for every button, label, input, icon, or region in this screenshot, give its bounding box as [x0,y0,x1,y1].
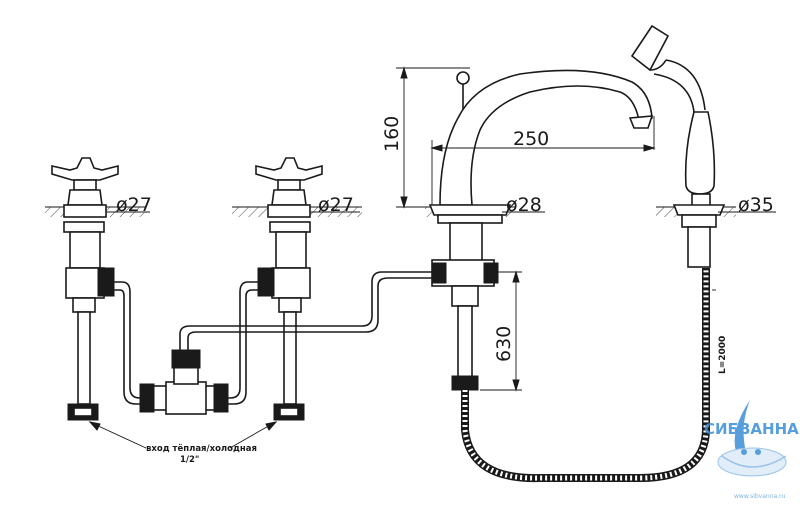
label-d-spout: ø28 [506,194,542,216]
pipes [112,271,432,415]
spout [428,69,654,391]
shower-hose [461,268,710,483]
label-inlet-note: вход тёплая/холодная [146,444,257,454]
right-valve [255,157,323,421]
label-hose-connection: 630 [493,326,515,362]
label-spout-reach: 250 [513,128,549,150]
logo-url: www.sibvanna.ru [734,493,786,500]
label-d-right-valve: ø27 [318,194,354,216]
left-valve [51,157,119,421]
label-hose-length: L=2000 [718,336,728,374]
logo-name: СИБВАННА [704,420,799,438]
label-d-left-valve: ø27 [116,194,152,216]
label-inlet-size: 1/2" [180,455,199,465]
dimension-lines [88,66,776,449]
label-spout-height: 160 [381,116,403,152]
sibvanna-logo: СИБВАННА www.sibvanna.ru [704,400,799,500]
label-d-shower: ø35 [738,194,774,216]
hand-shower [630,24,726,268]
dimension-labels: ø27 ø27 ø28 ø35 250 160 630 L=2000 вход … [116,116,774,465]
